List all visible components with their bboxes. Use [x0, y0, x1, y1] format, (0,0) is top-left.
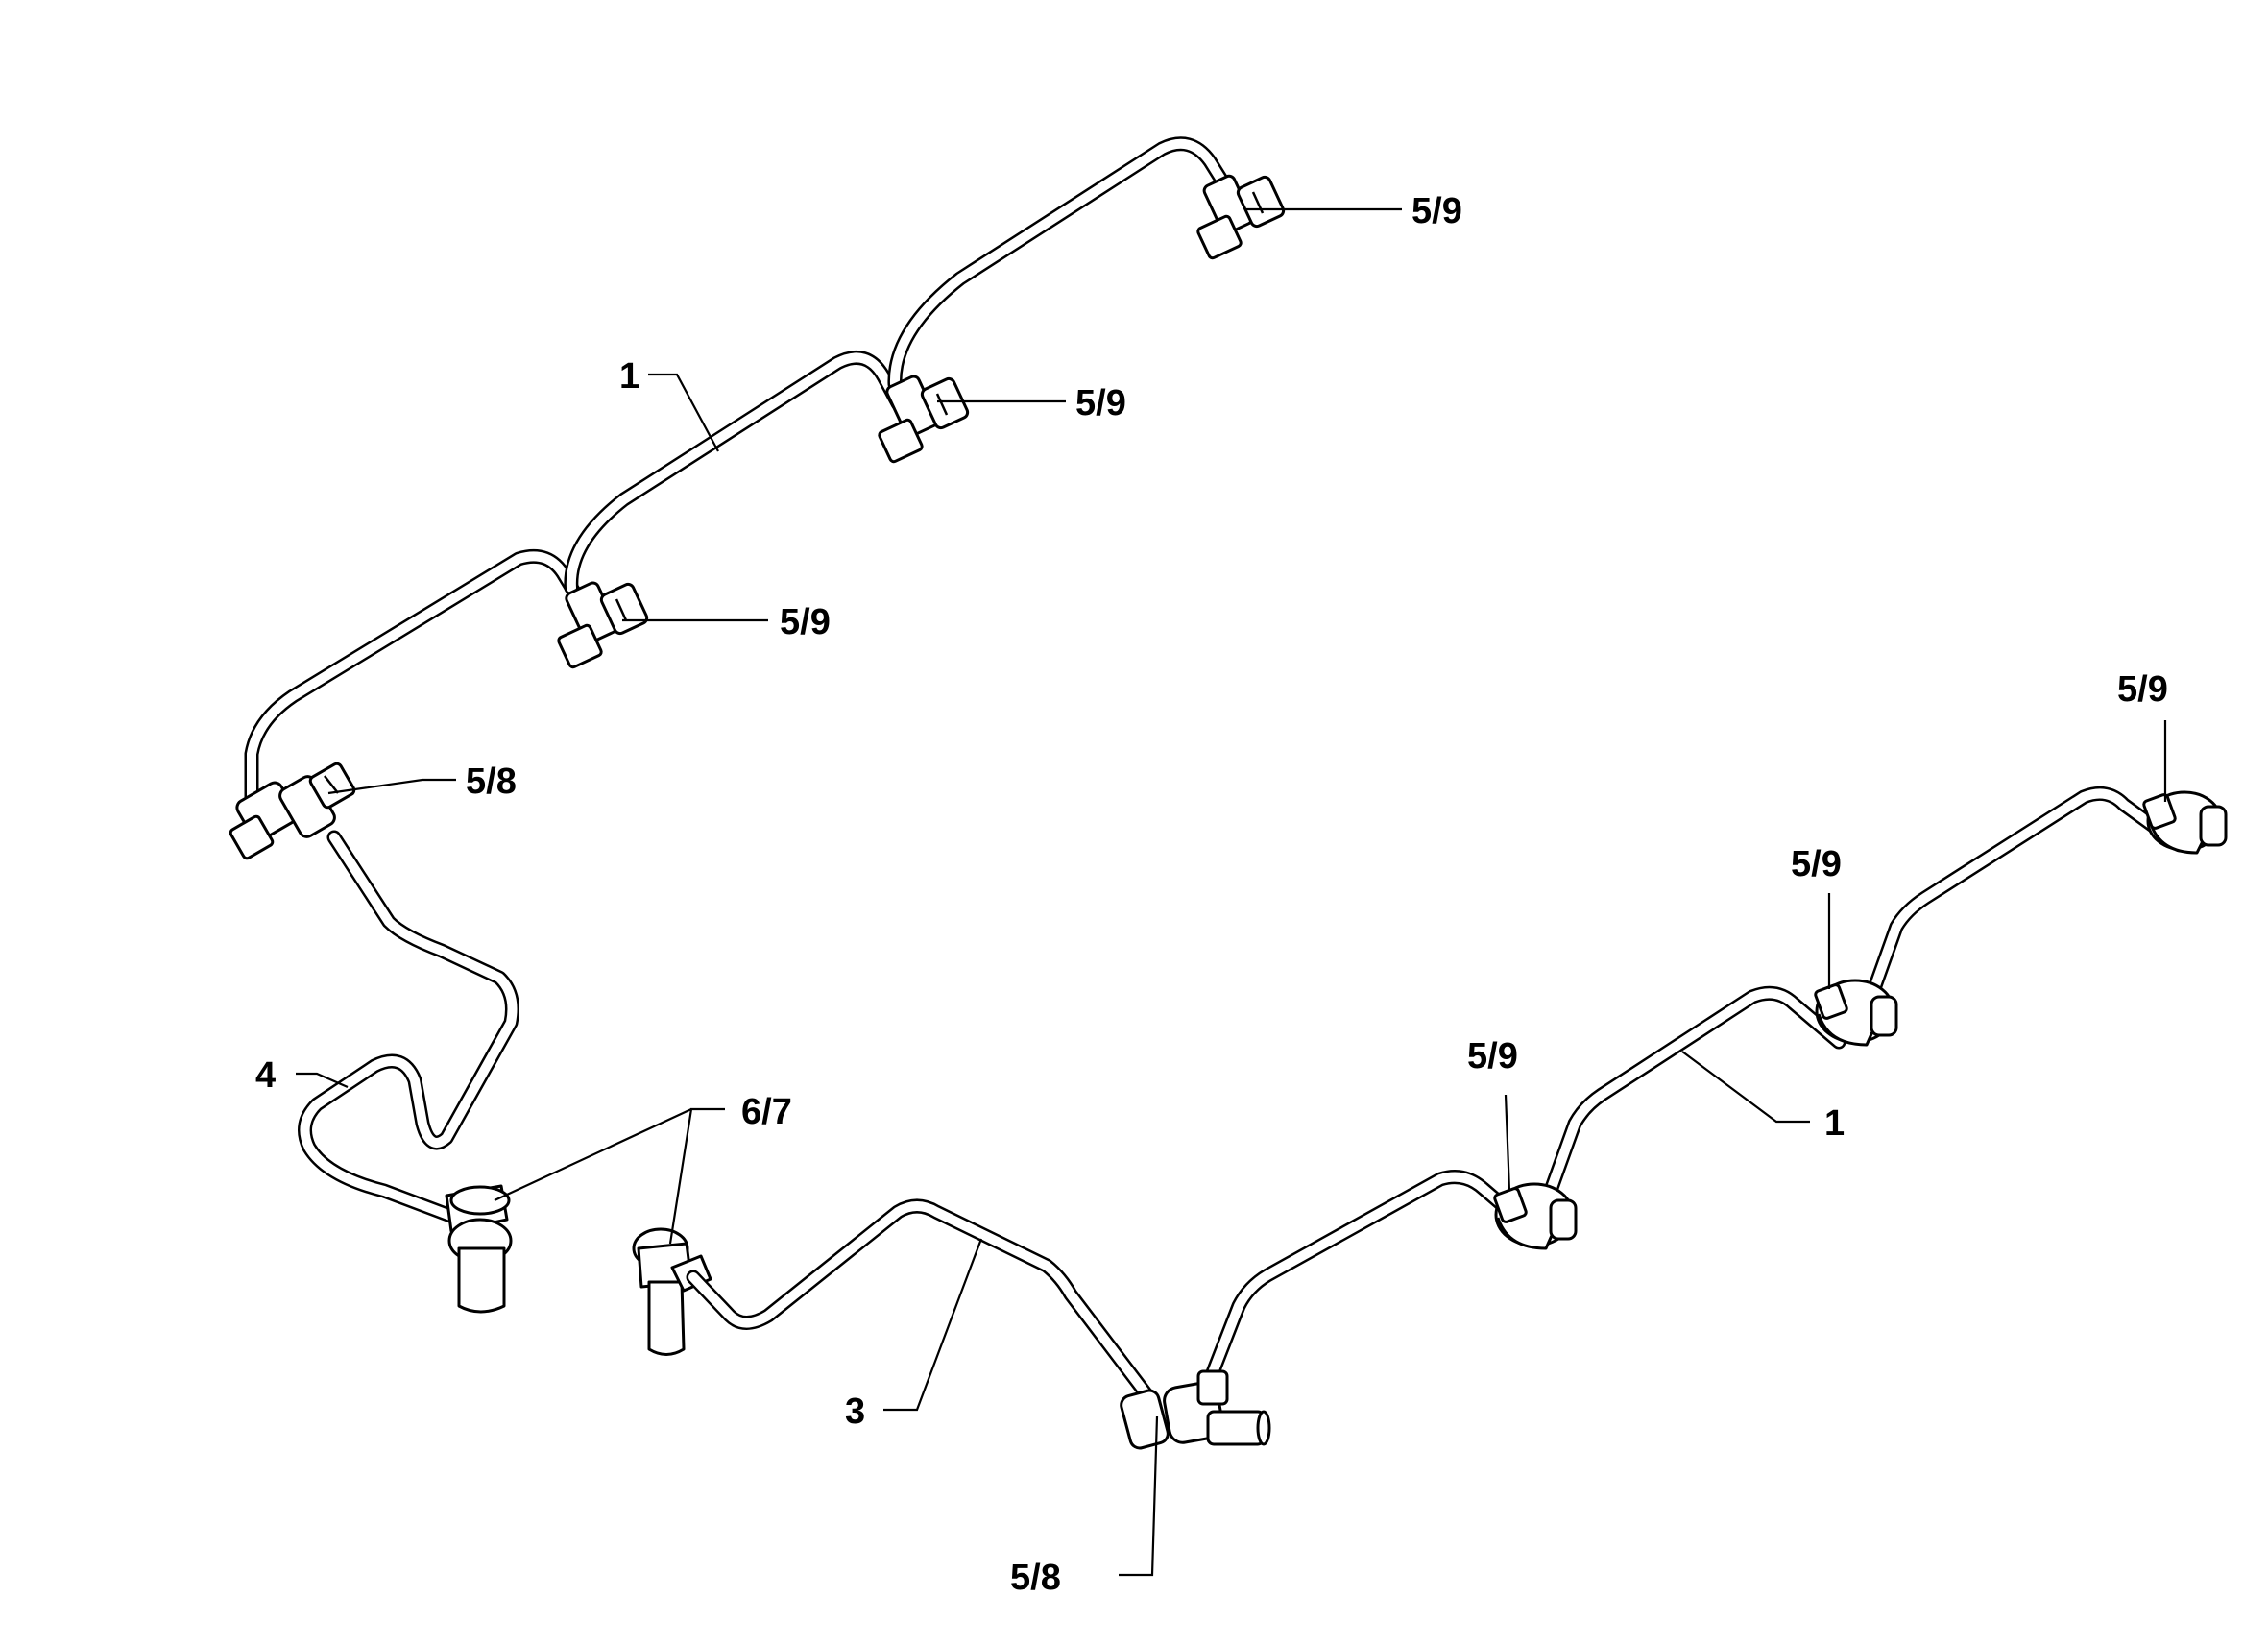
top-left-fitting [557, 581, 649, 669]
leader-banjo-bolts-a [494, 1108, 692, 1201]
callout-lower-fitting-c: 5/9 [2117, 669, 2168, 710]
callout-upper-left-connector: 5/8 [466, 762, 517, 802]
leader-lines [296, 207, 2167, 1577]
return-pipe [298, 830, 519, 1227]
callout-top-left-fitting: 5/9 [780, 602, 831, 642]
callout-banjo-bolts: 6/7 [741, 1092, 792, 1132]
callout-lower-right-pipe: 1 [1824, 1103, 1845, 1144]
lower-fitting-a [1493, 1182, 1578, 1250]
lower-pipe-assembly [686, 786, 2187, 1410]
leader-upper-left-connector [327, 778, 456, 795]
callout-lower-fitting-b: 5/9 [1791, 844, 1842, 884]
leader-lower-connector [1119, 1415, 1159, 1577]
leader-lower-fitting-a [1504, 1094, 1511, 1192]
callout-lower-pipe: 3 [845, 1391, 865, 1432]
callout-top-right-fitting: 5/9 [1411, 191, 1462, 231]
top-middle-fitting [878, 375, 970, 464]
top-right-fitting [1196, 174, 1286, 260]
callout-labels: 5/9 5/9 5/9 5/8 1 4 6/7 3 5/8 1 5/9 5/9 … [255, 191, 2168, 1598]
leader-banjo-bolts-b [668, 1107, 725, 1245]
leader-return-pipe [296, 1072, 349, 1089]
callout-lower-fitting-a: 5/9 [1467, 1036, 1518, 1077]
lower-right-pipe [1540, 786, 2187, 1206]
leader-upper-pipe [648, 373, 719, 452]
upper-left-connector [229, 762, 356, 860]
banjo-right [632, 1227, 712, 1356]
leader-lower-pipe [883, 1238, 983, 1412]
banjo-left [445, 1184, 513, 1314]
callout-top-middle-fitting: 5/9 [1075, 383, 1126, 423]
callout-lower-connector: 5/8 [1010, 1558, 1061, 1598]
lower-fitting-b [1814, 979, 1898, 1047]
lower-pipe [686, 1170, 1525, 1410]
callout-upper-pipe: 1 [619, 356, 639, 397]
lower-fitting-c [2142, 790, 2228, 855]
leader-lower-right-pipe [1681, 1051, 1810, 1124]
upper-pipe [244, 136, 1232, 805]
upper-pipe-assembly [244, 136, 1232, 1227]
callout-return-pipe: 4 [255, 1055, 276, 1096]
